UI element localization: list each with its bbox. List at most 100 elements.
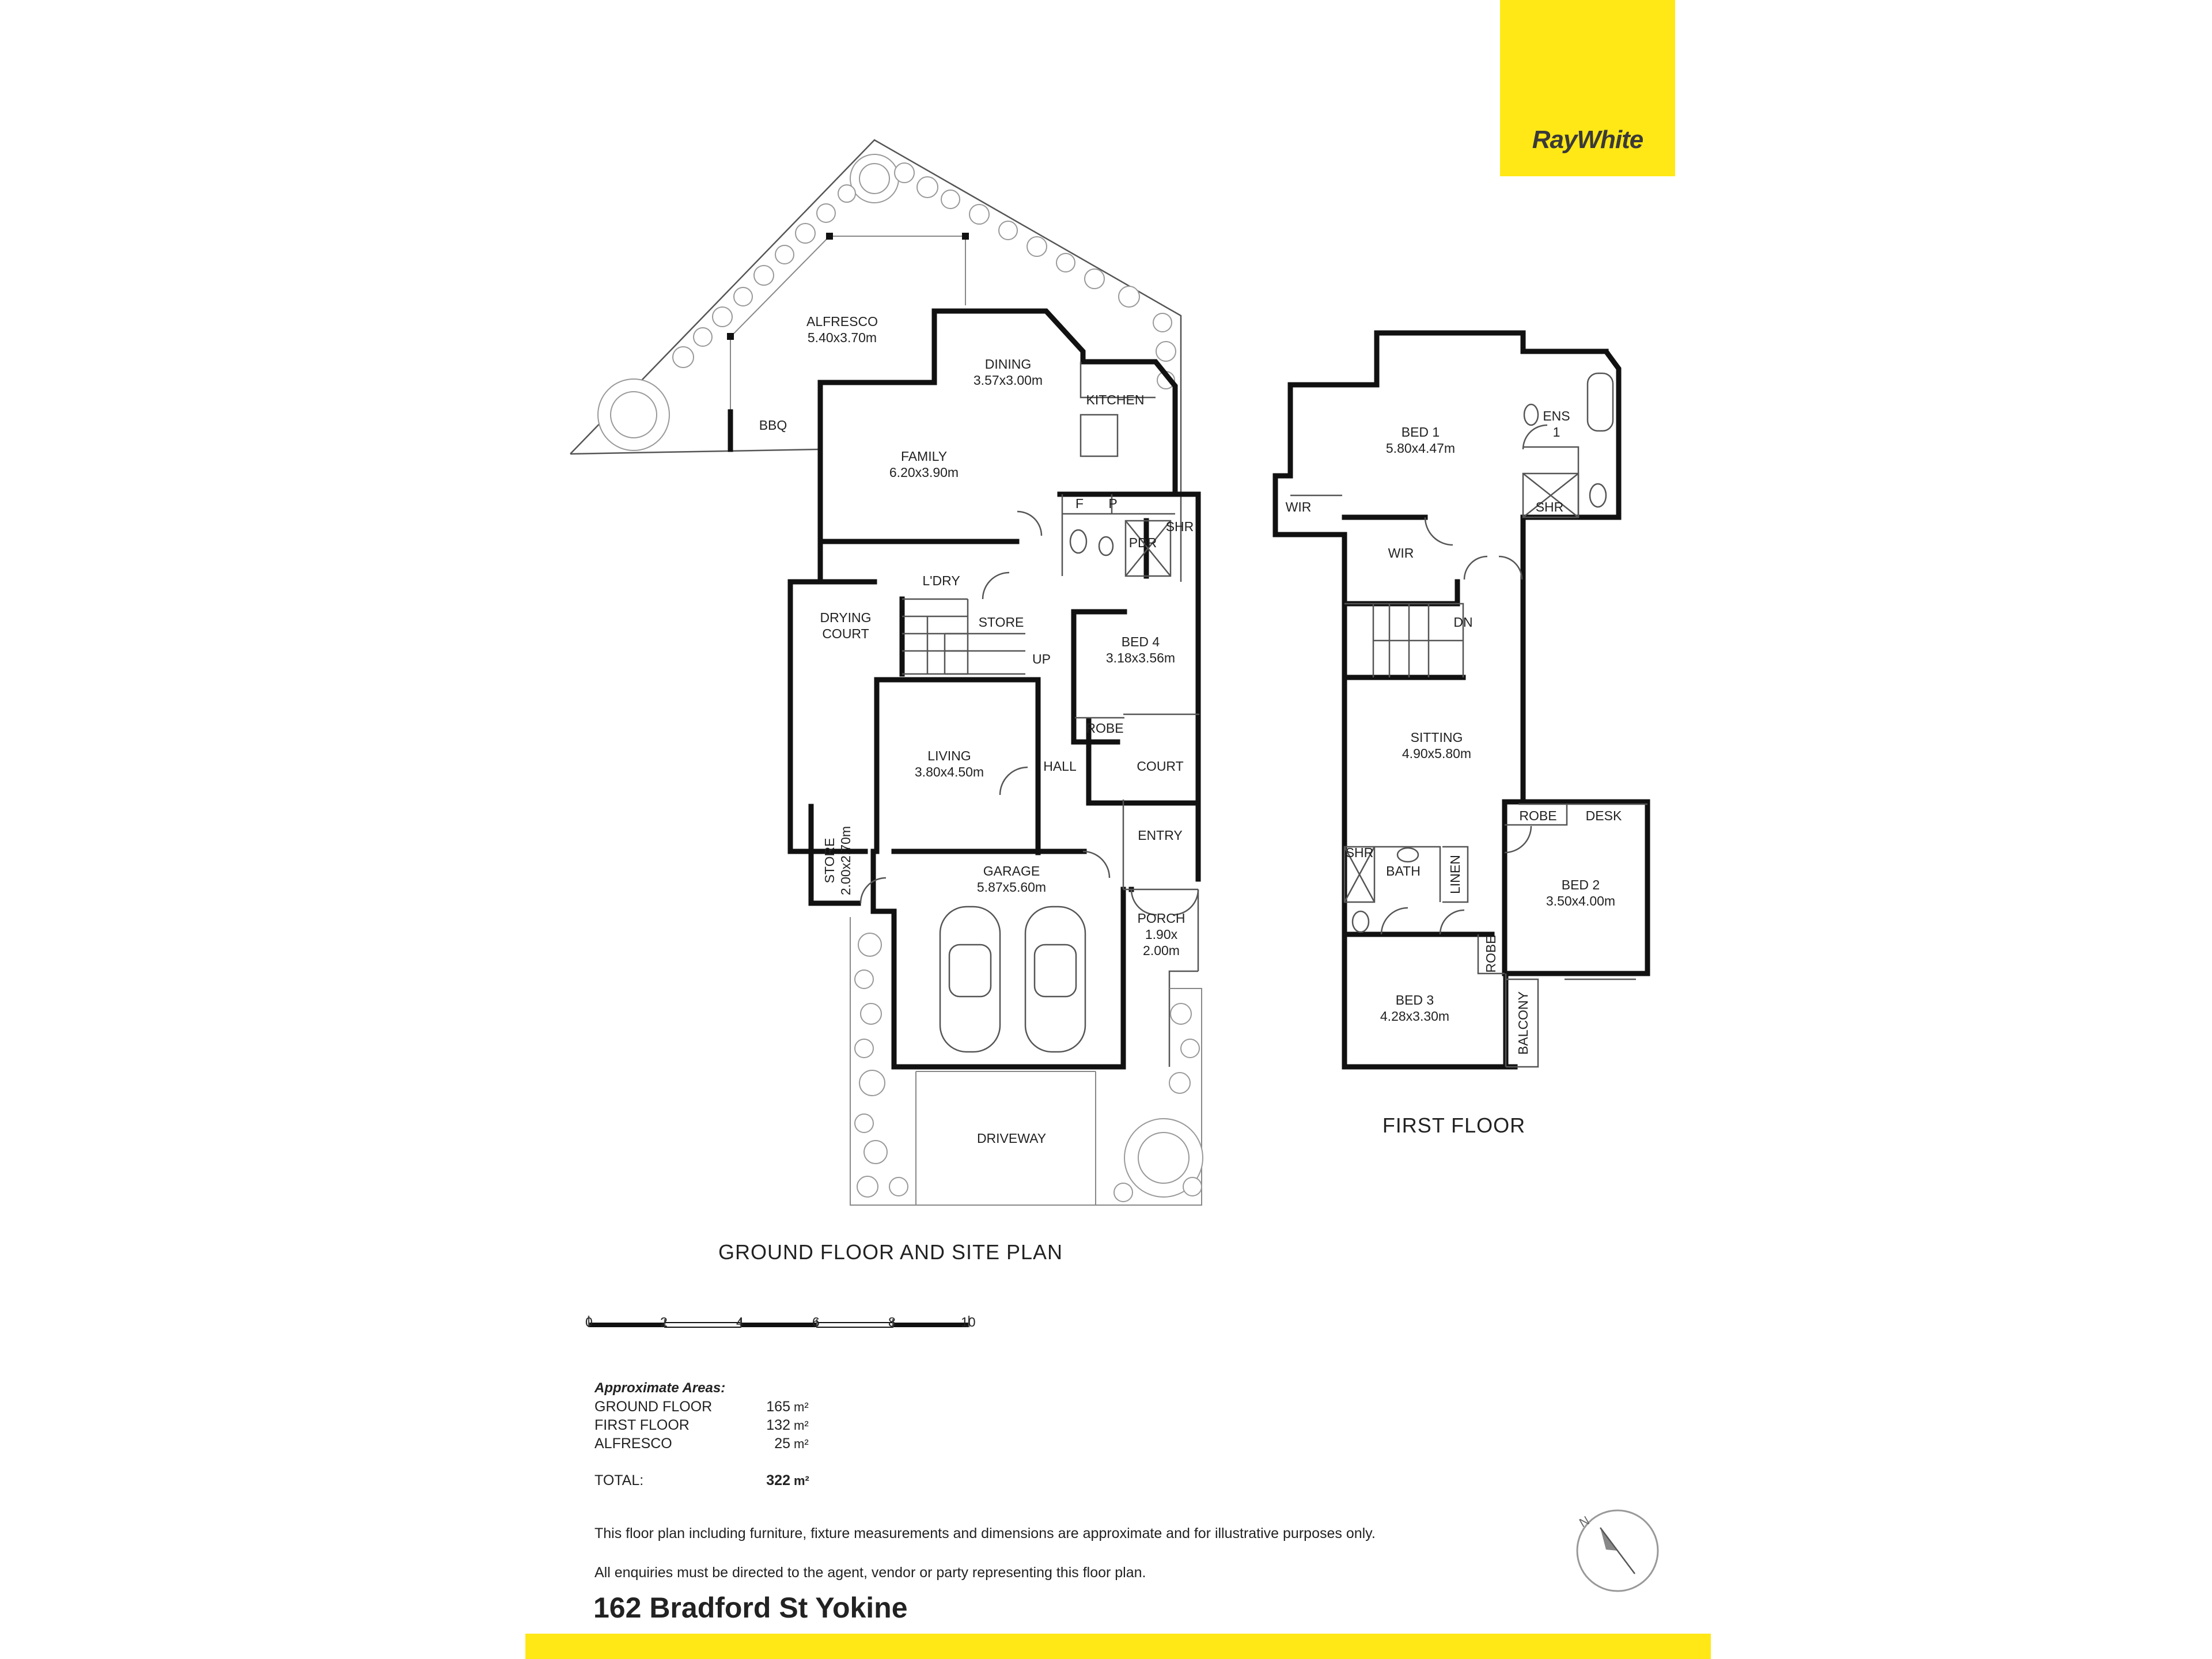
dims-bed4: 3.18x3.56m bbox=[1106, 650, 1175, 665]
door-swing bbox=[1082, 850, 1111, 878]
first-floor-left-wall bbox=[1272, 532, 1518, 1070]
first-floor-title: FIRST FLOOR bbox=[1382, 1113, 1525, 1137]
area-unit: m² bbox=[794, 1437, 809, 1451]
label-ens-shr: SHR bbox=[1536, 499, 1564, 514]
label-alfresco: ALFRESCO bbox=[806, 314, 878, 329]
label-linen: LINEN bbox=[1448, 855, 1463, 894]
label-store2: STORE bbox=[822, 838, 837, 884]
label-ldry: L'DRY bbox=[922, 573, 960, 588]
porch-line bbox=[1168, 889, 1199, 1067]
basin-icon bbox=[1396, 847, 1419, 863]
bed4-wall bbox=[1071, 609, 1120, 745]
scale-tick-0: 0 bbox=[585, 1315, 593, 1330]
label-kitchen: KITCHEN bbox=[1086, 392, 1145, 407]
shower-box bbox=[1124, 520, 1172, 577]
house-wall-rear bbox=[817, 308, 1201, 882]
label-bed2: BED 2 bbox=[1562, 877, 1600, 892]
site-boundary-base bbox=[570, 448, 821, 455]
label-bath: BATH bbox=[1386, 863, 1421, 878]
dims-store2: 2.00x2.70m bbox=[838, 826, 853, 895]
label-bed1: BED 1 bbox=[1402, 425, 1440, 440]
living-wall bbox=[874, 677, 1041, 855]
label-first-shr: SHR bbox=[1346, 845, 1374, 860]
dims-bed1: 5.80x4.47m bbox=[1386, 441, 1455, 456]
area-value: 132 bbox=[766, 1417, 790, 1433]
kitchen-bench bbox=[1080, 362, 1156, 399]
area-label: GROUND FLOOR bbox=[594, 1399, 713, 1415]
label-sitting: SITTING bbox=[1411, 730, 1463, 745]
bed2-wall bbox=[1502, 799, 1650, 976]
label-court: COURT bbox=[1137, 759, 1183, 774]
toilet-icon bbox=[1069, 529, 1088, 554]
balcony-box bbox=[1506, 978, 1539, 1068]
first-floor-plan bbox=[1069, 330, 1650, 1070]
label-shr: SHR bbox=[1166, 519, 1194, 534]
shower-cross bbox=[1125, 520, 1171, 577]
scale-tick-4: 4 bbox=[736, 1315, 744, 1330]
site-boundary bbox=[570, 139, 1182, 582]
dims-family: 6.20x3.90m bbox=[889, 465, 959, 480]
property-address: 162 Bradford St Yokine bbox=[593, 1592, 908, 1624]
compass: N bbox=[1576, 1509, 1659, 1592]
dims-porch-2: 2.00m bbox=[1143, 943, 1180, 958]
toilet-icon bbox=[1351, 910, 1370, 933]
first-shower bbox=[1343, 846, 1376, 903]
label-drying-court-1: DRYING bbox=[820, 610, 871, 625]
ground-floor-title: GROUND FLOOR AND SITE PLAN bbox=[718, 1240, 1063, 1264]
label-desk: DESK bbox=[1586, 808, 1622, 823]
dims-living: 3.80x4.50m bbox=[915, 764, 984, 779]
door-swing bbox=[1130, 889, 1157, 916]
drying-court-wall bbox=[787, 579, 868, 854]
front-garden-trees bbox=[854, 933, 1203, 1202]
front-boundary bbox=[850, 917, 1202, 1206]
label-dn: DN bbox=[1453, 615, 1472, 630]
door-swing bbox=[1172, 889, 1199, 916]
door-swing bbox=[1498, 555, 1523, 580]
door-swing bbox=[1017, 510, 1043, 536]
disclaimer-line-2: All enquiries must be directed to the ag… bbox=[594, 1565, 1146, 1581]
wir-bottom bbox=[1342, 579, 1460, 607]
label-entry: ENTRY bbox=[1138, 828, 1183, 843]
pergola-post bbox=[826, 233, 833, 240]
area-unit: m² bbox=[794, 1400, 809, 1414]
label-p: P bbox=[1108, 496, 1117, 511]
dims-alfresco: 5.40x3.70m bbox=[808, 330, 877, 345]
area-total-unit: m² bbox=[794, 1474, 809, 1488]
door-swing bbox=[999, 766, 1028, 796]
door-swing bbox=[1439, 909, 1465, 935]
door-swing bbox=[1504, 825, 1532, 854]
label-wir2: WIR bbox=[1388, 546, 1414, 560]
label-ens-1: ENS bbox=[1543, 408, 1570, 423]
label-garage: GARAGE bbox=[983, 863, 1040, 878]
alfresco-pergola bbox=[730, 236, 966, 338]
first-floor-rear-wall bbox=[1272, 330, 1622, 800]
first-stair bbox=[1372, 604, 1463, 677]
label-hall: HALL bbox=[1043, 759, 1077, 774]
door-swing bbox=[1424, 517, 1453, 546]
label-driveway: DRIVEWAY bbox=[977, 1131, 1046, 1146]
label-store: STORE bbox=[979, 615, 1024, 630]
basin-icon bbox=[1098, 536, 1114, 556]
scale-tick-10: 10 bbox=[961, 1315, 976, 1330]
label-drying-court-2: COURT bbox=[822, 626, 869, 641]
ens-shower-cross bbox=[1522, 473, 1579, 518]
door-swing bbox=[859, 877, 887, 904]
label-living: LIVING bbox=[927, 748, 971, 763]
dims-dining: 3.57x3.00m bbox=[974, 373, 1043, 388]
label-first-robe: ROBE bbox=[1519, 808, 1556, 823]
driveway-edges bbox=[915, 1071, 1096, 1205]
label-pdr: PDR bbox=[1129, 535, 1157, 550]
first-room-labels: BED 1 5.80x4.47m ENS 1 SHR WIR WIR DN SI… bbox=[1286, 408, 1622, 1055]
label-balcony: BALCONY bbox=[1516, 991, 1531, 1055]
disclaimer-line-1: This floor plan including furniture, fix… bbox=[594, 1525, 1376, 1541]
logo-text: RayWhite bbox=[1532, 126, 1643, 154]
door-swing bbox=[1380, 907, 1408, 935]
area-total-label: TOTAL: bbox=[594, 1472, 644, 1488]
ldry-wall bbox=[817, 539, 1020, 585]
area-unit: m² bbox=[794, 1418, 809, 1433]
area-value: 25 bbox=[774, 1435, 790, 1452]
ens-shower bbox=[1522, 472, 1580, 518]
